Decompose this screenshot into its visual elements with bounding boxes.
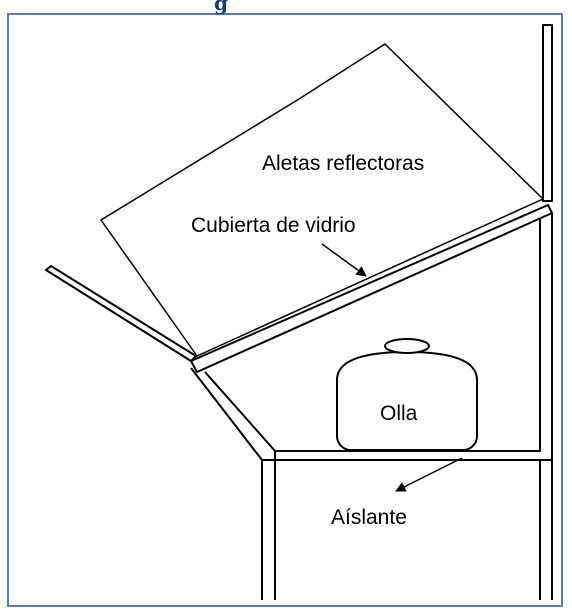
top-reflector-flap <box>100 43 544 357</box>
arrow-glass-cover <box>321 243 367 277</box>
cooking-pot <box>336 338 478 451</box>
left-reflector-flap <box>45 265 197 362</box>
frame-title-fragment: g <box>214 0 228 15</box>
label-pot: Olla <box>380 402 418 425</box>
label-reflector-flaps: Aletas reflectoras <box>262 152 424 175</box>
page-frame <box>7 13 563 607</box>
right-reflector-flap <box>542 24 553 202</box>
label-insulation: Aíslante <box>331 506 407 529</box>
label-glass-cover: Cubierta de vidrio <box>191 214 356 237</box>
arrow-insulation <box>395 457 463 492</box>
